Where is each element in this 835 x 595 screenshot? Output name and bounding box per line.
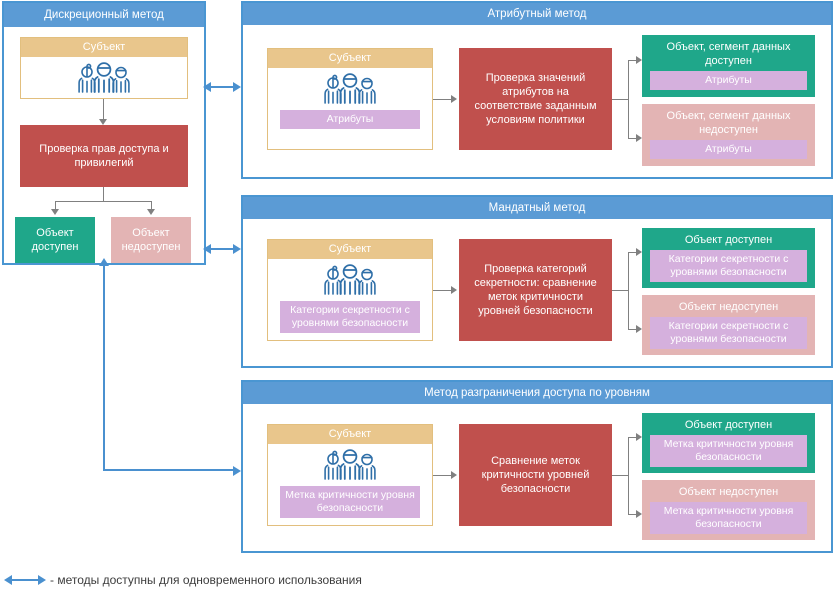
panel-title-mandatory: Мандатный метод <box>243 197 831 219</box>
panel-title-discretionary: Дискреционный метод <box>4 3 204 27</box>
result-box-deny: Объект недоступен Категории секретности … <box>642 295 815 355</box>
blue-arrow-head-up-3 <box>99 258 109 266</box>
result-box-deny: Объект, сегмент данных недоступен Атрибу… <box>642 104 815 166</box>
subject-title: Субъект <box>21 38 187 57</box>
subject-tag: Категории секретности с уровнями безопас… <box>280 301 420 333</box>
people-group-icon <box>324 73 376 104</box>
result-label: Объект недоступен <box>678 486 779 498</box>
panel-level-based-method: Метод разграничения доступа по уровням С… <box>241 380 833 553</box>
result-tag: Атрибуты <box>650 140 807 159</box>
subject-body: Категории секретности с уровнями безопас… <box>268 263 432 345</box>
blue-connector-discretionary-attribute <box>210 86 234 88</box>
connector-subject-to-process <box>433 475 455 476</box>
arrow-head-right-allow <box>636 433 642 441</box>
blue-connector-elbow-vertical <box>103 266 105 471</box>
arrow-head-right <box>451 95 457 103</box>
connector-to-allow <box>628 60 638 61</box>
blue-arrow-head-left-2 <box>203 244 211 254</box>
blue-arrow-head-right-2 <box>233 244 241 254</box>
connector-process-stem <box>612 475 628 476</box>
connector-to-allow <box>55 201 56 211</box>
people-group-icon <box>324 449 376 480</box>
arrow-head-right-deny <box>636 510 642 518</box>
arrow-head-right <box>451 286 457 294</box>
legend-text: - методы доступны для одновременного исп… <box>50 573 362 587</box>
panel-discretionary-method: Дискреционный метод Субъект <box>2 1 206 265</box>
connector-process-stem <box>612 99 628 100</box>
arrow-head-down <box>99 119 107 125</box>
blue-arrow-head-right-3 <box>233 466 241 476</box>
result-box-allow: Объект доступен Метка критичности уровня… <box>642 413 815 473</box>
connector-to-deny <box>628 514 638 515</box>
result-tag: Категории секретности с уровнями безопас… <box>650 317 807 349</box>
connector-process-branch <box>628 252 629 329</box>
result-box-allow: Объект доступен Категории секретности с … <box>642 228 815 288</box>
arrow-head-right <box>451 471 457 479</box>
connector-to-deny <box>628 138 638 139</box>
arrow-head-right-allow <box>636 248 642 256</box>
people-group-icon <box>78 62 130 93</box>
subject-card: Субъект <box>267 48 433 150</box>
result-tag: Метка критичности уровня безопасности <box>650 435 807 467</box>
people-group-icon <box>324 264 376 295</box>
arrow-head-down-allow <box>51 209 59 215</box>
subject-tag: Атрибуты <box>280 110 420 129</box>
result-box-allow: Объект, сегмент данных доступен Атрибуты <box>642 35 815 97</box>
subject-body <box>21 61 187 103</box>
double-headed-arrow-icon <box>4 575 46 585</box>
connector-process-branch <box>628 60 629 138</box>
process-box-level-based: Сравнение меток критичности уровней безо… <box>459 424 612 526</box>
panel-attribute-method: Атрибутный метод Субъект <box>241 1 833 179</box>
subject-title: Субъект <box>268 240 432 259</box>
result-box-deny: Объект недоступен <box>111 217 191 263</box>
result-box-deny: Объект недоступен Метка критичности уров… <box>642 480 815 540</box>
result-label: Объект доступен <box>684 419 773 431</box>
blue-connector-elbow-horizontal <box>103 469 234 471</box>
result-label: Объект недоступен <box>678 301 779 313</box>
subject-card: Субъект <box>267 239 433 341</box>
result-label: Объект, сегмент данных доступен <box>666 41 791 67</box>
subject-title: Субъект <box>268 49 432 68</box>
panel-mandatory-method: Мандатный метод Субъект <box>241 195 833 368</box>
process-box-attribute: Проверка значений атрибутов на соответст… <box>459 48 612 150</box>
result-tag: Метка критичности уровня безопасности <box>650 502 807 534</box>
panel-title-level-based: Метод разграничения доступа по уровням <box>243 382 831 404</box>
connector-subject-to-process <box>433 290 455 291</box>
arrow-head-down-deny <box>147 209 155 215</box>
legend: - методы доступны для одновременного исп… <box>4 572 362 588</box>
connector-process-branch <box>628 437 629 514</box>
arrow-head-right-deny <box>636 325 642 333</box>
subject-body: Атрибуты <box>268 72 432 154</box>
process-box-discretionary: Проверка прав доступа и привилегий <box>20 125 188 187</box>
result-label: Объект, сегмент данных недоступен <box>666 110 791 136</box>
subject-body: Метка критичности уровня безопасности <box>268 448 432 530</box>
result-tag: Категории секретности с уровнями безопас… <box>650 250 807 282</box>
connector-process-branch <box>55 201 151 202</box>
connector-to-allow <box>628 437 638 438</box>
subject-title: Субъект <box>268 425 432 444</box>
result-tag: Атрибуты <box>650 71 807 90</box>
connector-process-stem <box>103 187 104 201</box>
connector-process-stem <box>612 290 628 291</box>
subject-card: Субъект <box>20 37 188 99</box>
blue-arrow-head-left-1 <box>203 82 211 92</box>
connector-to-deny <box>151 201 152 211</box>
subject-card: Субъект <box>267 424 433 526</box>
arrow-head-right-deny <box>636 134 642 142</box>
connector-to-allow <box>628 252 638 253</box>
subject-tag: Метка критичности уровня безопасности <box>280 486 420 518</box>
arrow-head-right-allow <box>636 56 642 64</box>
result-box-allow: Объект доступен <box>15 217 95 263</box>
blue-arrow-head-right-1 <box>233 82 241 92</box>
panel-title-attribute: Атрибутный метод <box>243 3 831 25</box>
connector-to-deny <box>628 329 638 330</box>
connector-subject-to-process <box>433 99 455 100</box>
connector-subject-to-process <box>103 99 104 123</box>
result-label: Объект доступен <box>684 234 773 246</box>
process-box-mandatory: Проверка категорий секретности: сравнени… <box>459 239 612 341</box>
blue-connector-discretionary-mandatory <box>210 248 234 250</box>
